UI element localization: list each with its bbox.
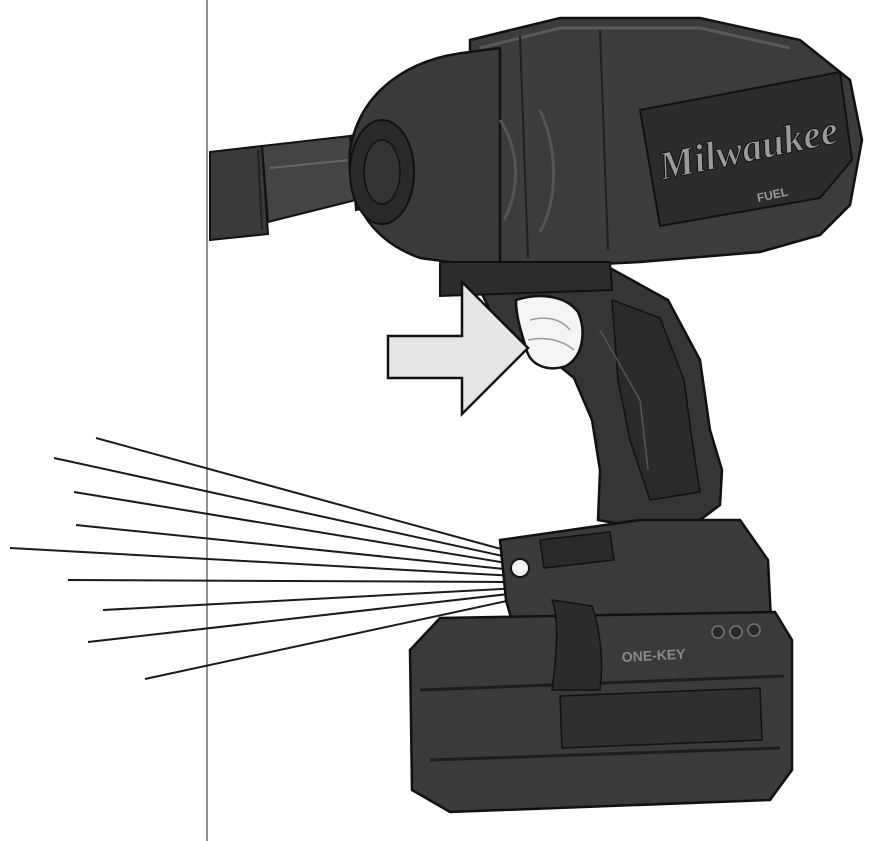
fuel-gauge-dot <box>729 625 743 639</box>
light-rays <box>9 437 531 680</box>
handle-grip-panel <box>611 298 701 501</box>
battery-label: ONE-KEY <box>621 646 686 665</box>
light-ray <box>75 524 515 571</box>
trigger <box>514 294 584 370</box>
light-ray <box>53 457 513 559</box>
light-ray <box>144 595 531 680</box>
brand-panel <box>638 70 854 228</box>
light-ray <box>95 437 513 553</box>
battery-release <box>539 531 615 569</box>
impact-wrench-illustration: Milwaukee FUEL ONE-KEY <box>209 16 864 814</box>
battery-pack: ONE-KEY <box>408 518 794 814</box>
light-ray <box>9 547 516 577</box>
light-ray <box>67 579 519 583</box>
light-ray <box>102 587 523 611</box>
arrow-right-icon <box>386 278 530 418</box>
led-light-icon <box>510 558 530 578</box>
light-ray <box>87 591 527 643</box>
light-ray <box>73 491 514 565</box>
battery-side-plate <box>550 599 603 691</box>
fuel-logo: FUEL <box>756 185 790 205</box>
fuel-gauge-dot <box>747 623 761 637</box>
fuel-gauge-dot <box>711 625 725 639</box>
